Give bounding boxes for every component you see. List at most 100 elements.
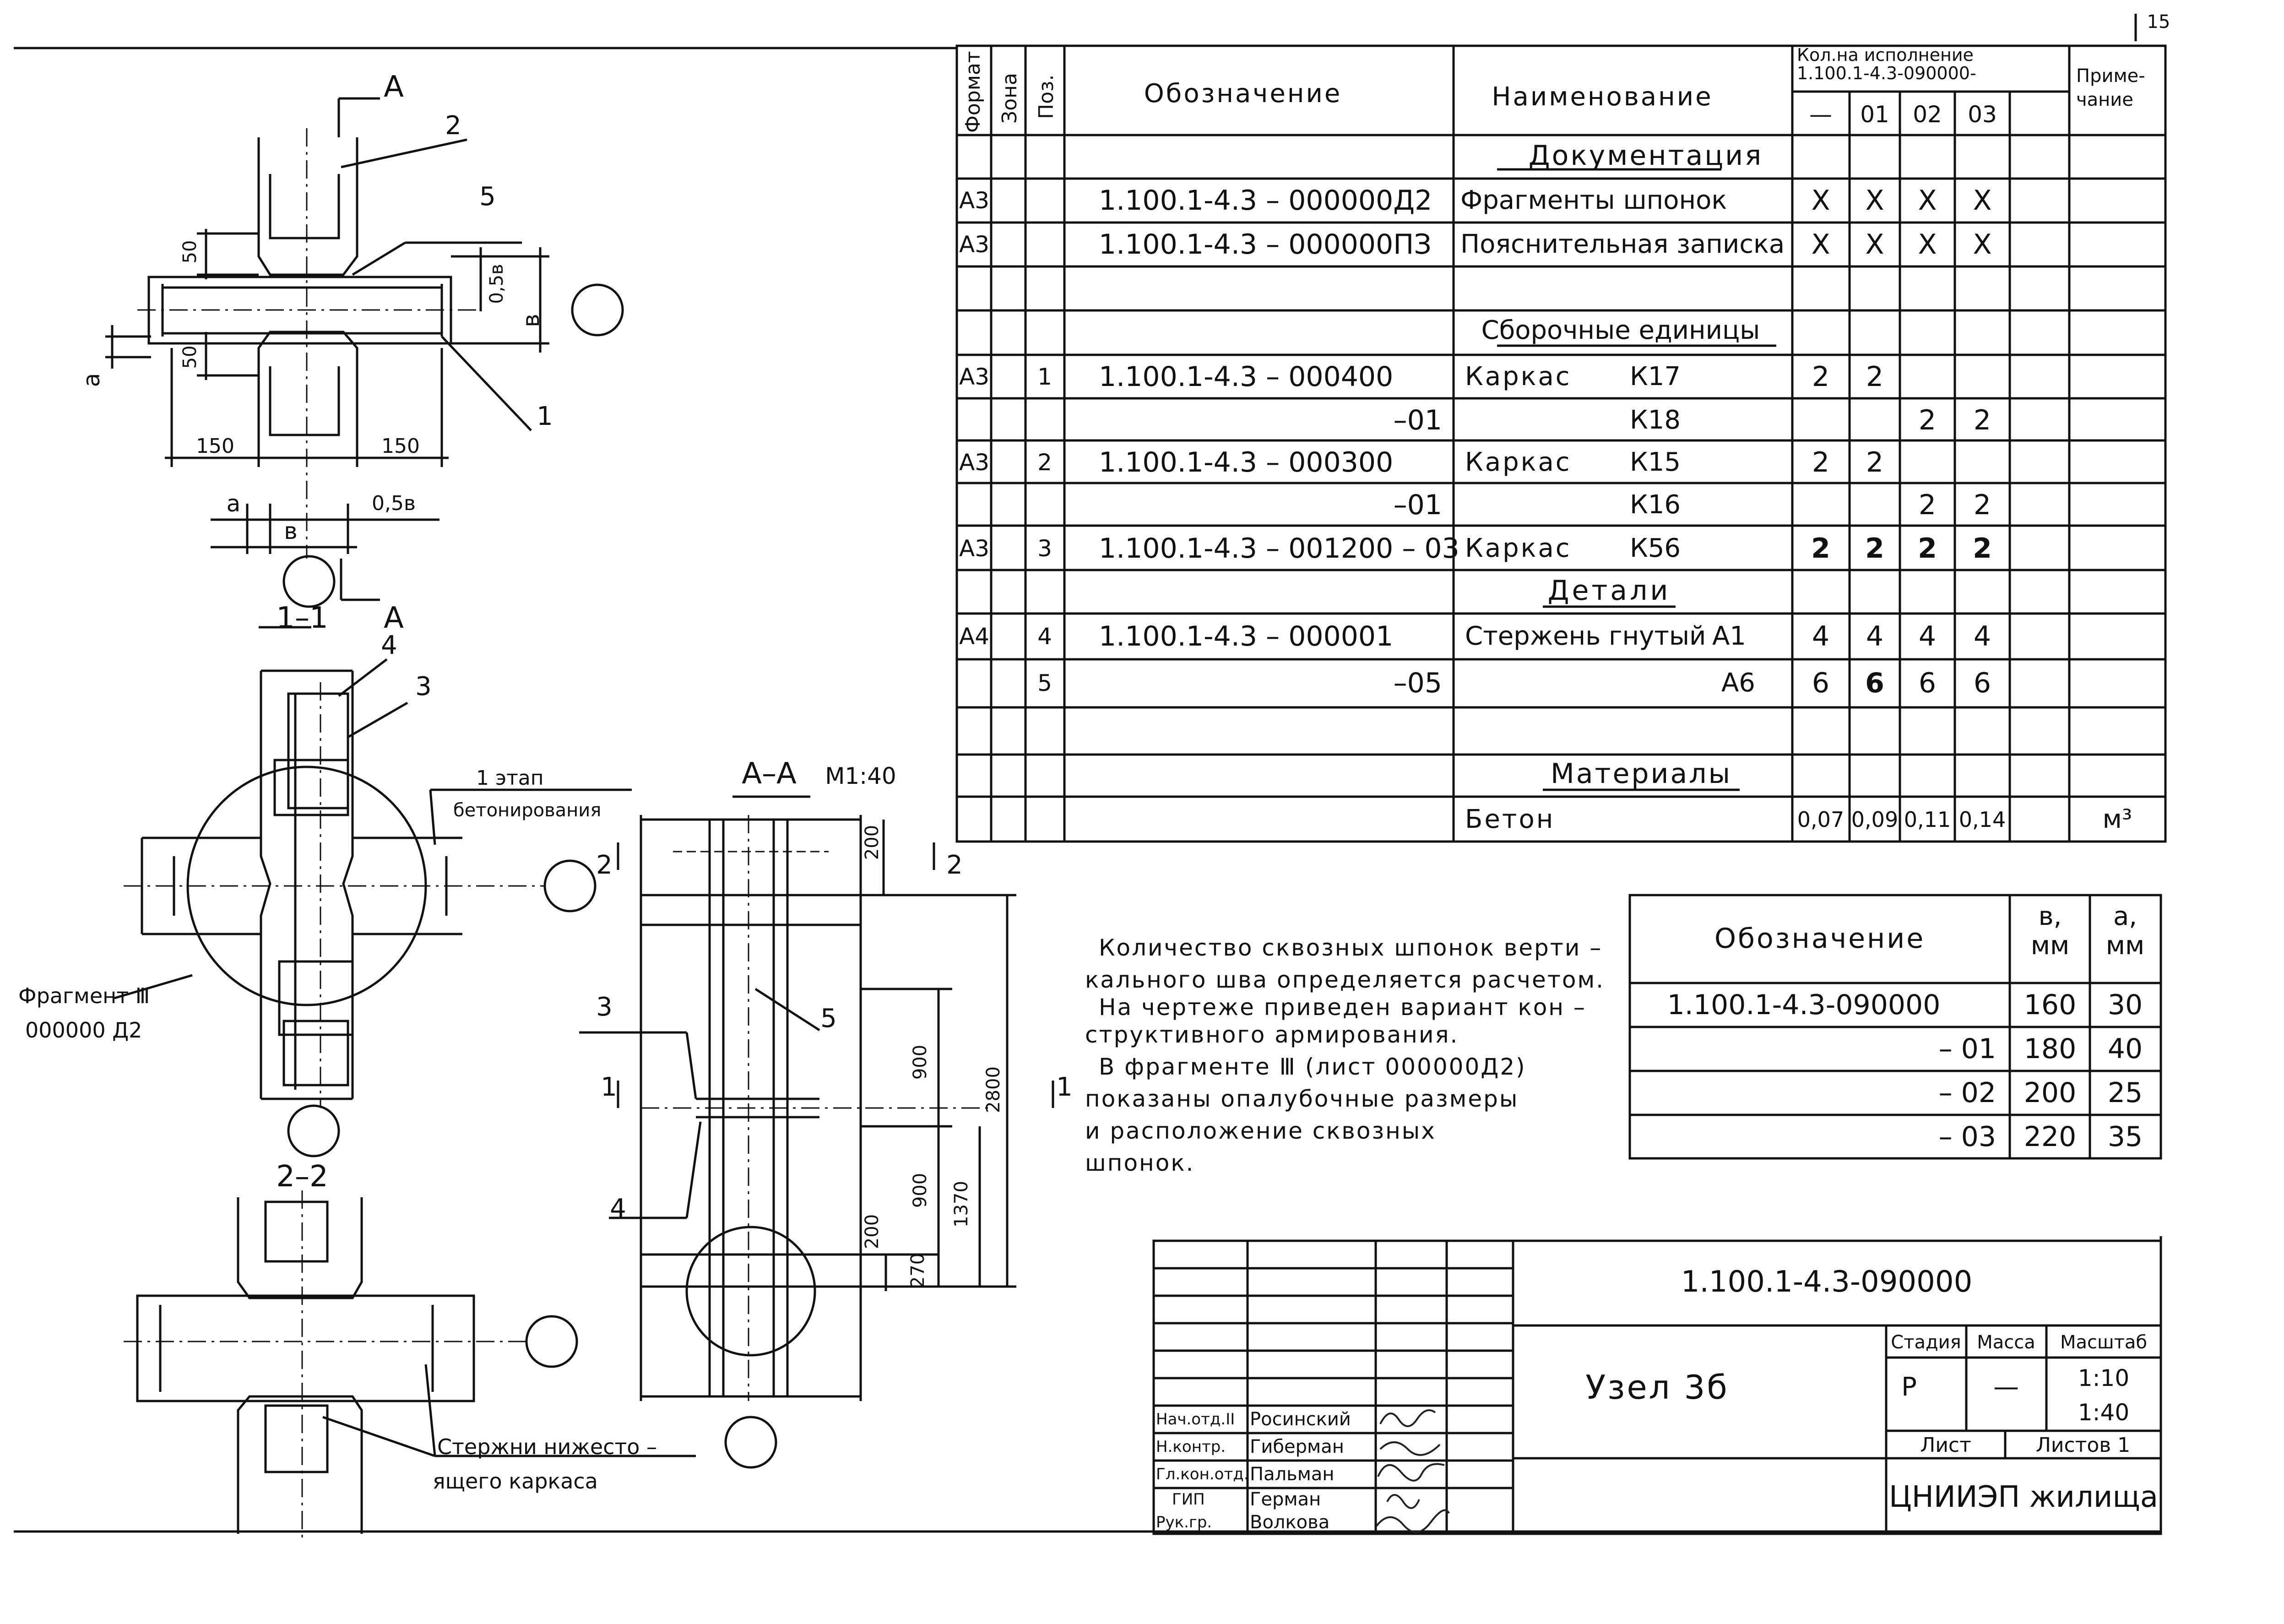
row5-q2: 2 <box>1918 404 1937 436</box>
row4-name: Каркас <box>1465 362 1572 391</box>
note-line-5: показаны опалубочные размеры <box>1085 1086 1519 1112</box>
signer-4-role: Рук.гр. <box>1156 1513 1212 1532</box>
dim-05b-vertical: 0,5в <box>486 264 507 304</box>
bars-note-2: ящего каркаса <box>433 1469 598 1494</box>
title-mass-label: Масса <box>1977 1332 2035 1353</box>
title-sheet-label: Лист <box>1920 1434 1971 1457</box>
note-line-3: структивного армирования. <box>1085 1021 1459 1048</box>
callout-5-aa: 5 <box>820 1004 837 1033</box>
dim-900-bottom: 900 <box>910 1173 931 1208</box>
variant-3-a: 35 <box>2107 1121 2143 1153</box>
row2-name: Пояснительная записка <box>1460 229 1785 259</box>
variant-3-b: 220 <box>2024 1121 2077 1153</box>
dim-2800: 2800 <box>983 1066 1004 1113</box>
title-sheets-label: Листов 1 <box>2035 1434 2131 1457</box>
qty-col-3: 03 <box>1968 101 1997 128</box>
variant-0-a: 30 <box>2107 989 2143 1021</box>
row1-q3: X <box>1973 185 1992 217</box>
note-line-1: кального шва определяется расчетом. <box>1085 967 1605 993</box>
row11-q0: 6 <box>1812 667 1830 699</box>
row5-q3: 2 <box>1973 404 1991 436</box>
section-aa-title: А–А <box>742 757 797 791</box>
row8-q1: 2 <box>1865 532 1884 565</box>
section-documentation: Документация <box>1528 140 1763 172</box>
dim-05b-horizontal: 0,5в <box>372 492 416 515</box>
variant-2-a: 25 <box>2107 1077 2143 1109</box>
dim-a-horizontal: а <box>226 490 241 517</box>
row4-designation: 1.100.1-4.3 – 000400 <box>1099 361 1394 393</box>
row11-q1: 6 <box>1865 667 1884 699</box>
variant-1-designation: – 01 <box>1938 1033 1996 1065</box>
signer-0-role: Нач.отд.II <box>1156 1410 1235 1428</box>
note-line-6: и расположение сквозных <box>1085 1118 1436 1144</box>
title-scale-label: Масштаб <box>2060 1332 2148 1353</box>
variants-header-a: а, мм <box>2105 902 2145 961</box>
title-scale-2: 1:40 <box>2078 1399 2130 1426</box>
cut-2-left: 2 <box>596 850 613 880</box>
row1-format: А3 <box>959 187 990 214</box>
row10-q3: 4 <box>1973 620 1991 652</box>
note-line-7: шпонок. <box>1085 1150 1195 1176</box>
row6-designation: 1.100.1-4.3 – 000300 <box>1099 446 1394 478</box>
dim-50-top: 50 <box>179 240 201 264</box>
row2-q3: X <box>1973 228 1992 261</box>
section-1-1-title: 1–1 <box>276 601 328 635</box>
signature-3 <box>1386 1494 1420 1509</box>
dim-b-horizontal: в <box>284 518 298 544</box>
row2-q2: X <box>1918 228 1937 261</box>
signer-1-name: Гиберман <box>1250 1436 1344 1457</box>
row5-designation: –01 <box>1393 404 1442 436</box>
header-note: Приме- чание <box>2076 65 2145 110</box>
bars-note-1: Стержни нижесто – <box>437 1434 657 1459</box>
variant-1-a: 40 <box>2107 1033 2143 1065</box>
signer-3-role: ГИП <box>1172 1490 1205 1509</box>
row4-mark: К17 <box>1630 362 1681 391</box>
section-materials: Материалы <box>1551 758 1732 790</box>
variant-2-b: 200 <box>2024 1077 2077 1109</box>
row10-pos: 4 <box>1037 623 1052 650</box>
qty-col-0: — <box>1809 101 1832 128</box>
row6-name: Каркас <box>1465 447 1572 477</box>
callout-3: 3 <box>415 672 432 701</box>
title-name: Узел 3б <box>1585 1368 1729 1407</box>
title-scale-1: 1:10 <box>2078 1365 2130 1391</box>
row6-q0: 2 <box>1812 446 1830 478</box>
dim-150-left: 150 <box>196 435 234 458</box>
row13-q0: 0,07 <box>1797 807 1845 832</box>
variant-3-designation: – 03 <box>1938 1121 1996 1153</box>
note-line-4: В фрагменте Ⅲ (лист 000000Д2) <box>1099 1054 1526 1080</box>
row4-q1: 2 <box>1866 361 1884 393</box>
row8-q3: 2 <box>1973 532 1992 565</box>
row6-q1: 2 <box>1866 446 1884 478</box>
section-details: Детали <box>1547 575 1671 607</box>
row8-pos: 3 <box>1037 535 1052 562</box>
signer-3-name: Герман <box>1250 1489 1321 1510</box>
variant-0-b: 160 <box>2024 989 2077 1021</box>
cut-label-a-top: А <box>384 70 404 104</box>
row8-name: Каркас <box>1465 533 1572 563</box>
row8-q2: 2 <box>1918 532 1937 565</box>
section-2-2-title: 2–2 <box>276 1160 328 1194</box>
row10-name: Стержень гнутый <box>1465 621 1706 651</box>
row1-q2: X <box>1918 185 1937 217</box>
dim-200-bottom: 200 <box>862 1214 883 1249</box>
signer-2-role: Гл.кон.отд. <box>1156 1465 1249 1483</box>
title-organization: ЦНИИЭП жилища <box>1889 1480 2158 1514</box>
dim-270: 270 <box>907 1253 928 1288</box>
row11-designation: –05 <box>1393 667 1442 699</box>
dim-50-bottom: 50 <box>179 345 201 369</box>
row8-format: А3 <box>959 535 990 562</box>
signer-4-name: Волкова <box>1250 1512 1330 1533</box>
row10-q2: 4 <box>1918 620 1937 652</box>
row13-q2: 0,11 <box>1904 807 1951 832</box>
row11-mark: А6 <box>1721 668 1755 698</box>
row1-name: Фрагменты шпонок <box>1460 185 1727 215</box>
callout-5: 5 <box>479 182 496 212</box>
callout-4-aa: 4 <box>610 1194 626 1223</box>
row5-mark: К18 <box>1630 405 1681 435</box>
signer-0-name: Росинский <box>1250 1409 1351 1430</box>
dim-b-vertical: в <box>518 314 544 327</box>
section-assembly-units: Сборочные единицы <box>1481 315 1760 345</box>
